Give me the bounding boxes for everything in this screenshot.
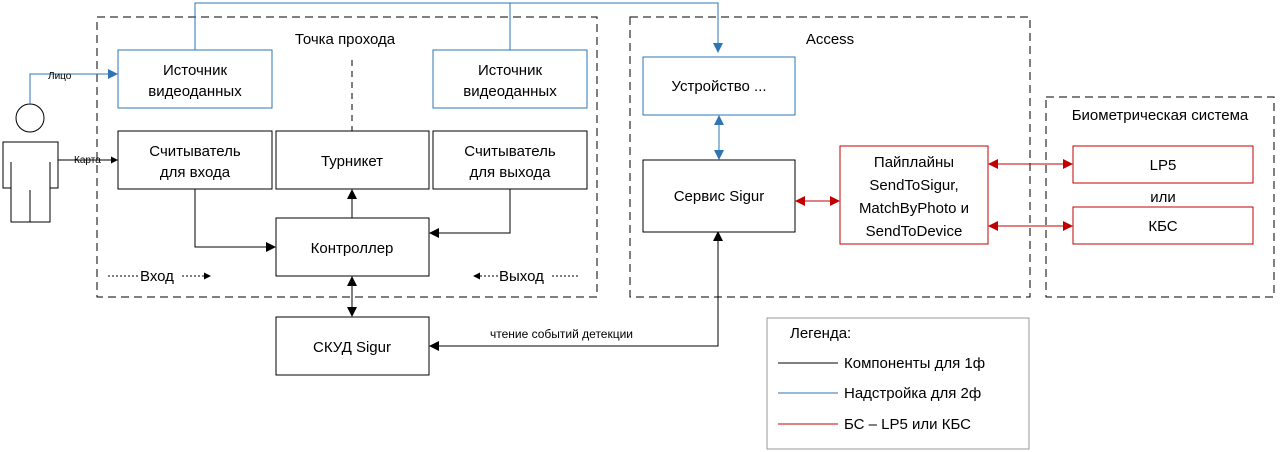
pipelines-line2: SendToSigur, [869,177,958,194]
video-source-right [432,49,588,109]
access-title: Access [806,31,854,48]
reader-out-line2: для выхода [470,164,552,181]
sigur-service [642,159,796,233]
video-source-left-line2: видеоданных [148,83,242,100]
device [642,56,796,116]
or-label: или [1150,189,1176,206]
video-source-right-line2: видеоданных [463,83,557,100]
kbs [1072,206,1254,245]
reader-in-line1: Считыватель [149,143,241,160]
biometric-title: Биометрическая система [1072,107,1249,124]
video-to-device-arrow [510,2,723,53]
legend-label-2: Надстройка для 2ф [844,385,981,402]
reader-out-to-controller [429,189,511,238]
legend-title: Легенда: [790,325,851,342]
biometric-group [1045,96,1275,298]
lp5-label: LP5 [1150,157,1177,174]
reader-in-line2: для входа [160,164,231,181]
sigur-service-label: Сервис Sigur [674,188,765,205]
entry-label: Вход [140,268,174,285]
reader-in [117,130,273,190]
face-label: Лицо [48,71,72,82]
card-label: Карта [74,155,101,166]
pipelines [839,145,989,245]
pipelines-line3: MatchByPhoto и [859,200,969,217]
kbs-label: КБС [1148,218,1177,235]
passage-point-title: Точка прохода [295,31,396,48]
video-sources-link [194,2,511,50]
skud-sigur-label: СКУД Sigur [313,339,391,356]
reader-in-to-controller [194,189,276,252]
reader-out-line1: Считыватель [464,143,556,160]
device-label: Устройство ... [671,78,766,95]
reader-out [432,130,588,190]
person-icon [2,103,59,223]
video-source-right-line1: Источник [478,62,542,79]
video-source-left [117,49,273,109]
pipelines-line4: SendToDevice [866,223,963,240]
video-source-left-line1: Источник [163,62,227,79]
exit-label: Выход [499,268,544,285]
access-group [629,16,1031,298]
controller-label: Контроллер [311,240,394,257]
skud-service-link [429,231,723,351]
pipelines-line1: Пайплайны [874,154,954,171]
skud-sigur [275,316,430,376]
turnstile-label: Турникет [321,153,383,170]
legend-label-1: Компоненты для 1ф [844,355,985,372]
legend-label-3: БС – LP5 или КБС [844,416,971,433]
legend [766,317,1030,450]
events-label: чтение событий детекции [490,327,633,341]
lp5 [1072,145,1254,184]
face-arrow [29,69,118,104]
